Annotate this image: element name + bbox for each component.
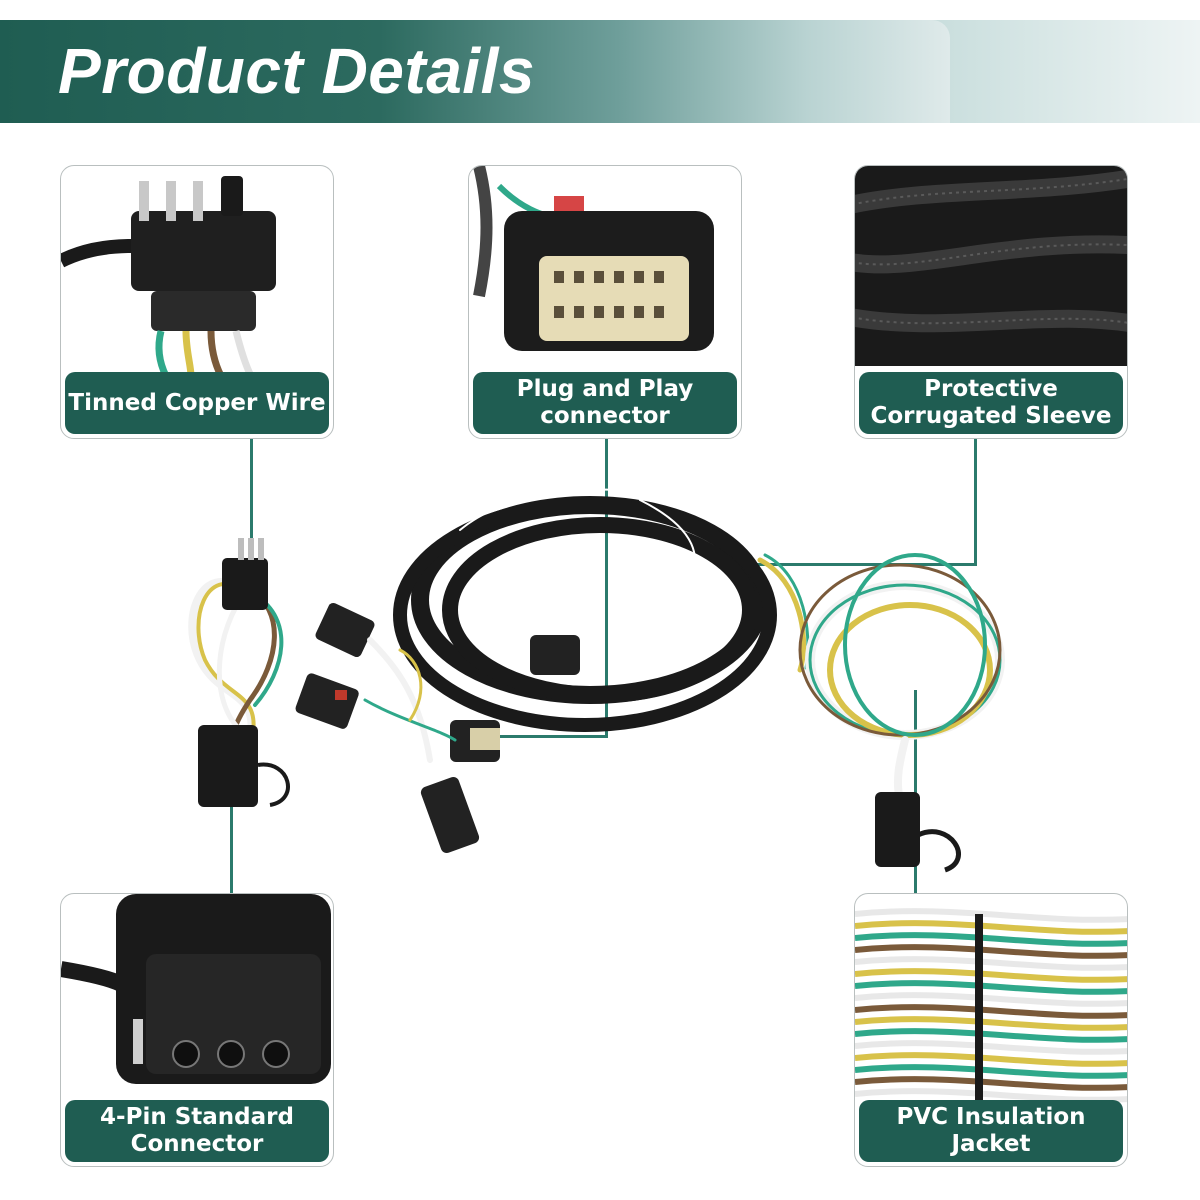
four-pin-connector-image [61,894,331,1084]
leader-line-corrugated-horizontal [750,563,977,566]
tinned-copper-image [61,176,276,378]
leader-line-fourpin [230,770,233,895]
card-label-pvc: PVC Insulation Jacket [859,1100,1123,1162]
card-tinned-copper-wire: Tinned Copper Wire [60,165,334,439]
card-label-corrugated: Protective Corrugated Sleeve [859,372,1123,434]
left-wire-bundle [188,578,284,763]
card-plug-and-play: Plug and Play connector [468,165,742,439]
left-4pin-plug-top [222,558,268,610]
card-label-4pin: 4-Pin Standard Connector [65,1100,329,1162]
card-label-tinned-copper: Tinned Copper Wire [65,372,329,434]
right-4pin-socket [875,792,920,867]
leader-line-plug-horizontal [488,735,608,738]
card-corrugated-sleeve: Protective Corrugated Sleeve [854,165,1128,439]
left-4pin-socket [198,725,258,807]
header-tab [0,20,950,123]
right-wire-coil [757,553,1005,804]
card-label-plug-and-play: Plug and Play connector [473,372,737,434]
harness-connectors [295,602,580,854]
corrugated-sleeve-image [855,166,1127,366]
leader-line-plug-vertical [605,438,608,738]
pvc-wire-image [855,908,1127,1104]
page-title: Product Details [58,35,535,107]
header-banner: Product Details [0,20,1200,123]
plug-connector-image [473,166,714,351]
leader-line-corrugated-vertical [974,438,977,566]
card-4pin-connector: 4-Pin Standard Connector [60,893,334,1167]
card-pvc-jacket: PVC Insulation Jacket [854,893,1128,1167]
leader-line-tinned [250,438,253,538]
coiled-harness [393,488,777,732]
